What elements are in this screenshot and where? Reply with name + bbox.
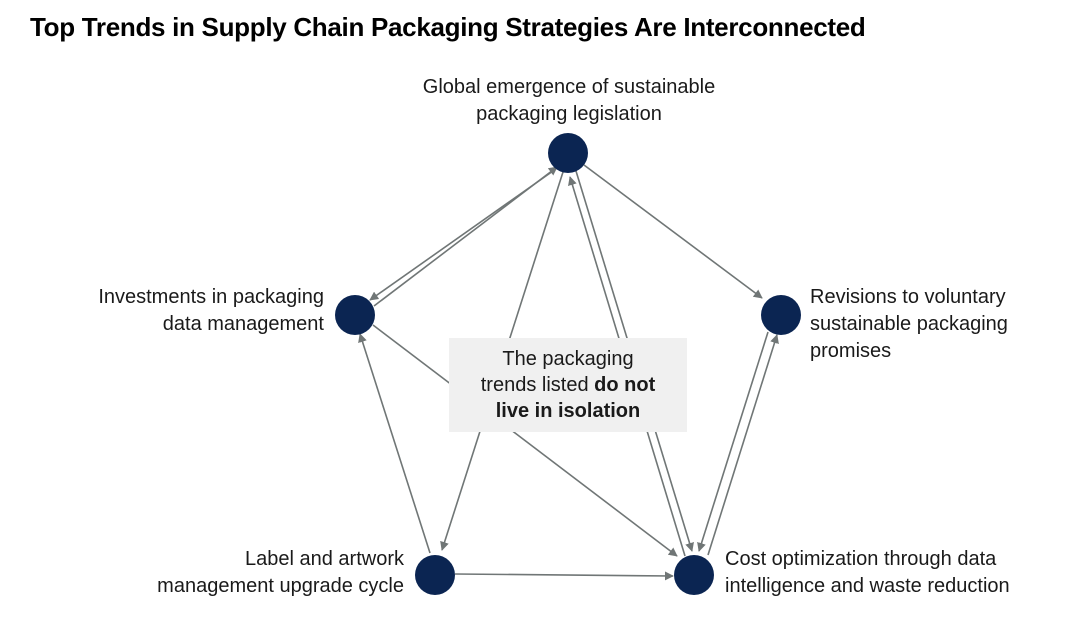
arrow-cost-to-revisions — [707, 334, 779, 556]
callout-emphasis: live in isolation — [495, 400, 641, 422]
arrow-investments-to-global — [373, 166, 558, 307]
arrows — [358, 164, 779, 581]
node-label-line: packaging legislation — [476, 103, 662, 125]
node-label-cost-optimization: Cost optimization through data intellige… — [725, 546, 1075, 600]
arrow-label-to-investments — [358, 333, 431, 554]
arrow-investments-to-cost — [372, 324, 678, 557]
node-label-line: Global emergence of sustainable — [422, 76, 716, 98]
callout-line: trends listed — [480, 374, 595, 396]
callout-emphasis: do not — [594, 374, 656, 396]
nodes — [335, 133, 801, 595]
center-callout: The packaging trends listed do not live … — [449, 338, 687, 432]
node-label-line: Revisions to voluntary — [810, 286, 1006, 308]
callout-line: The packaging — [502, 348, 634, 370]
node-voluntary-promises — [761, 295, 801, 335]
arrow-global-to-revisions — [583, 164, 763, 299]
node-label-line: data management — [162, 313, 324, 335]
node-global-legislation — [548, 133, 588, 173]
node-label-voluntary-promises: Revisions to voluntary sustainable packa… — [810, 284, 1072, 365]
page-title: Top Trends in Supply Chain Packaging Str… — [30, 12, 866, 42]
node-label-line: sustainable packaging — [810, 313, 1008, 335]
node-label-global-legislation: Global emergence of sustainable packagin… — [380, 74, 758, 128]
node-label-line: Cost optimization through data — [725, 548, 997, 570]
node-label-line: management upgrade cycle — [157, 575, 404, 597]
node-cost-optimization — [674, 555, 714, 595]
node-label-label-artwork: Label and artwork management upgrade cyc… — [60, 546, 404, 600]
node-label-artwork — [415, 555, 455, 595]
node-label-line: Investments in packaging — [98, 286, 324, 308]
arrow-revisions-to-cost — [697, 331, 769, 552]
node-label-line: promises — [810, 340, 892, 362]
node-label-line: intelligence and waste reduction — [725, 575, 1010, 597]
node-data-management — [335, 295, 375, 335]
node-label-data-management: Investments in packaging data management — [40, 284, 324, 338]
arrow-label-to-cost — [454, 571, 674, 581]
node-label-line: Label and artwork — [245, 548, 404, 570]
